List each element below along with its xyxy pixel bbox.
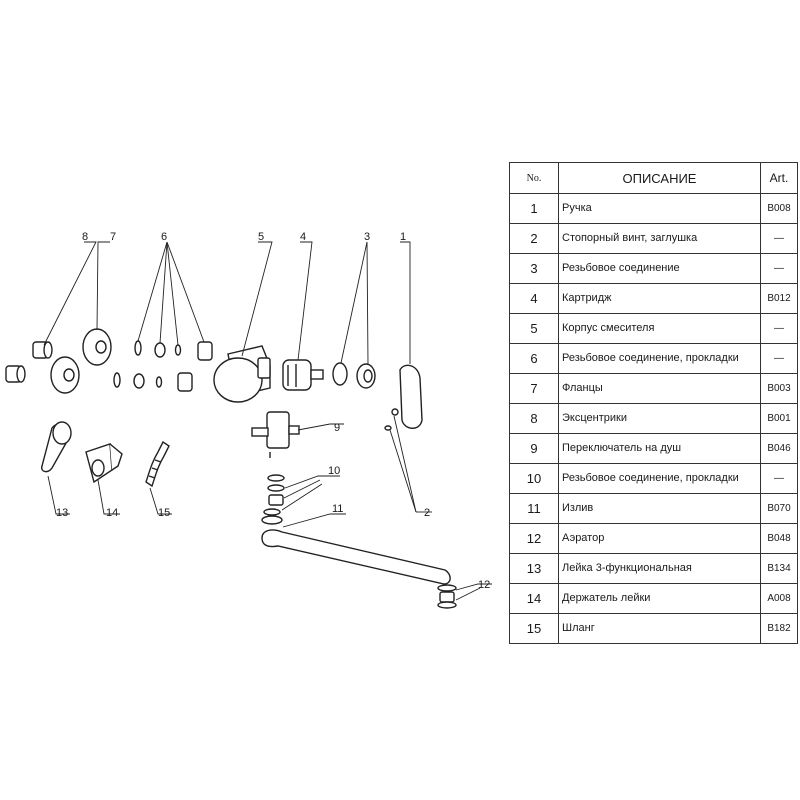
row-art: B046 xyxy=(760,433,798,464)
part-12-aerator xyxy=(437,584,457,609)
row-art: B012 xyxy=(760,283,798,314)
row-art: — xyxy=(760,313,798,344)
row-no: 9 xyxy=(509,433,559,464)
row-art: B001 xyxy=(760,403,798,434)
row-description: Резьбовое соединение xyxy=(558,253,761,284)
row-no: 7 xyxy=(509,373,559,404)
row-art: — xyxy=(760,253,798,284)
row-art: A008 xyxy=(760,583,798,614)
row-no: 5 xyxy=(509,313,559,344)
callout-7: 7 xyxy=(110,231,116,243)
callout-14: 14 xyxy=(106,507,118,519)
row-art: B003 xyxy=(760,373,798,404)
callout-11: 11 xyxy=(332,503,343,515)
row-description: Шланг xyxy=(558,613,761,644)
header-no: No. xyxy=(509,162,559,194)
part-13-shower-head xyxy=(40,421,72,473)
part-5-mixer-body xyxy=(213,345,271,403)
row-art: B048 xyxy=(760,523,798,554)
part-9-shower-switch xyxy=(251,411,300,458)
callout-2: 2 xyxy=(424,507,430,519)
table-header-row: No. ОПИСАНИЕ Art. xyxy=(509,162,798,194)
row-description: Резьбовое соединение, прокладки xyxy=(558,463,761,494)
row-art: B070 xyxy=(760,493,798,524)
part-10-connections xyxy=(261,474,285,525)
row-description: Аэратор xyxy=(558,523,761,554)
row-no: 14 xyxy=(509,583,559,614)
part-7-flanges xyxy=(50,328,112,394)
callout-6: 6 xyxy=(161,231,167,243)
row-description: Корпус смесителя xyxy=(558,313,761,344)
part-8-eccentrics xyxy=(5,341,53,383)
row-description: Лейка 3-функциональная xyxy=(558,553,761,584)
callout-numbers: 8 7 6 5 4 3 1 9 10 11 2 12 13 14 15 xyxy=(56,231,490,591)
part-4-cartridge xyxy=(282,359,324,391)
part-3-connections xyxy=(332,362,376,389)
row-description: Стопорный винт, заглушка xyxy=(558,223,761,254)
callout-1: 1 xyxy=(400,231,406,243)
row-no: 4 xyxy=(509,283,559,314)
callout-13: 13 xyxy=(56,507,68,519)
row-description: Резьбовое соединение, прокладки xyxy=(558,343,761,374)
header-description: ОПИСАНИЕ xyxy=(558,162,761,194)
row-no: 3 xyxy=(509,253,559,284)
row-art: — xyxy=(760,463,798,494)
part-11-spout xyxy=(261,529,451,585)
row-description: Картридж xyxy=(558,283,761,314)
row-description: Эксцентрики xyxy=(558,403,761,434)
part-2-screw xyxy=(384,408,399,431)
row-description: Фланцы xyxy=(558,373,761,404)
header-art: Art. xyxy=(760,162,798,194)
row-art: B182 xyxy=(760,613,798,644)
part-6-connections xyxy=(113,340,213,392)
callout-10: 10 xyxy=(328,465,340,477)
row-description: Держатель лейки xyxy=(558,583,761,614)
part-15-hose xyxy=(145,440,170,488)
part-14-shower-holder xyxy=(85,443,123,484)
row-description: Излив xyxy=(558,493,761,524)
callout-8: 8 xyxy=(82,231,88,243)
callout-9: 9 xyxy=(334,422,340,434)
row-no: 8 xyxy=(509,403,559,434)
callout-4: 4 xyxy=(300,231,306,243)
row-no: 10 xyxy=(509,463,559,494)
row-art: — xyxy=(760,343,798,374)
row-art: B008 xyxy=(760,193,798,224)
row-no: 15 xyxy=(509,613,559,644)
row-no: 11 xyxy=(509,493,559,524)
part-1-handle xyxy=(399,364,423,429)
row-art: B134 xyxy=(760,553,798,584)
row-description: Ручка xyxy=(558,193,761,224)
callout-3: 3 xyxy=(364,231,370,243)
callout-5: 5 xyxy=(258,231,264,243)
row-no: 6 xyxy=(509,343,559,374)
row-no: 12 xyxy=(509,523,559,554)
callout-12: 12 xyxy=(478,579,490,591)
row-art: — xyxy=(760,223,798,254)
row-description: Переключатель на душ xyxy=(558,433,761,464)
leader-lines xyxy=(43,241,492,601)
row-no: 13 xyxy=(509,553,559,584)
row-no: 2 xyxy=(509,223,559,254)
callout-15: 15 xyxy=(158,507,170,519)
row-no: 1 xyxy=(509,193,559,224)
